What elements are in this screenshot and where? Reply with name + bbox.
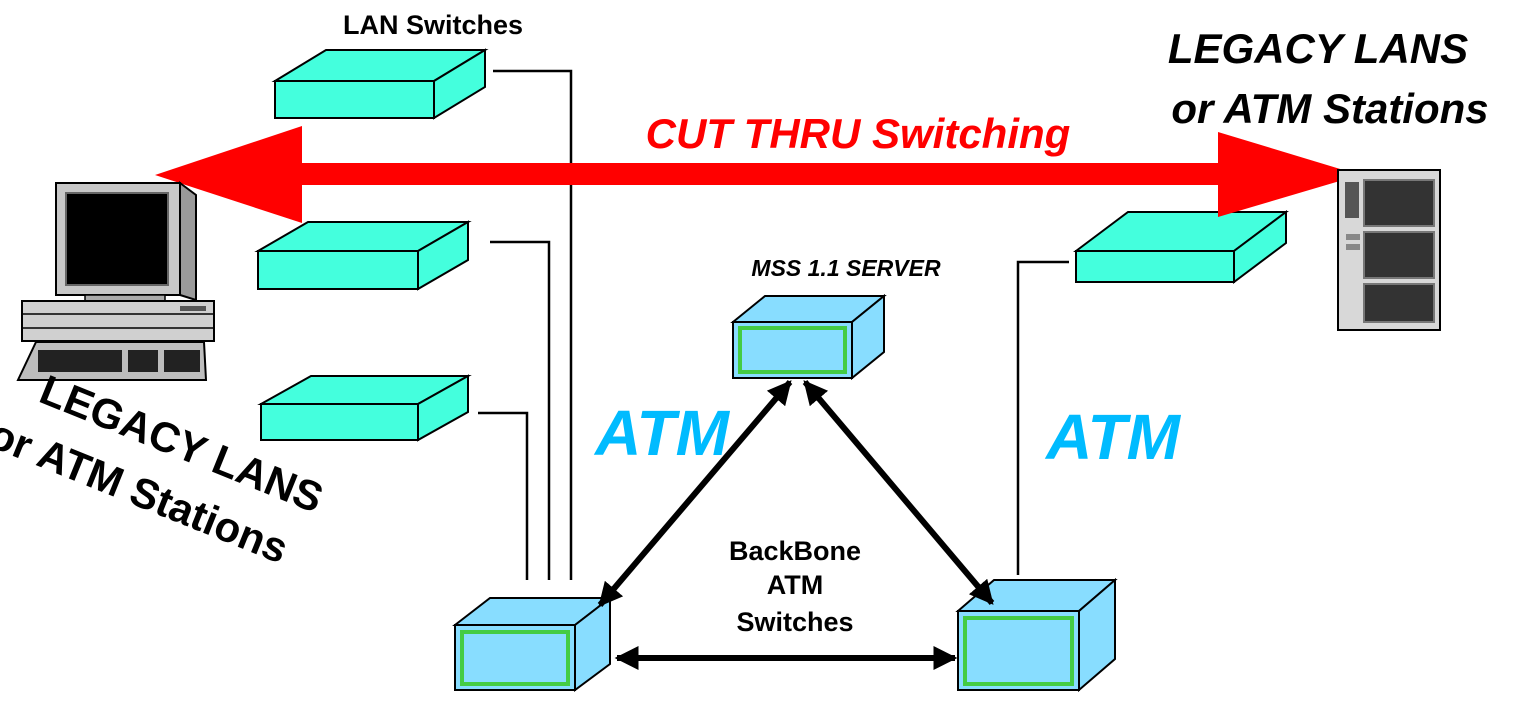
- uplink-line-right: [1016, 260, 1069, 575]
- mss-server-box: [730, 293, 887, 381]
- lan-switch-right: [1073, 210, 1289, 284]
- uplink-line-3: [478, 411, 529, 580]
- lan-switch-1: [271, 48, 489, 120]
- backbone-links: [597, 380, 995, 670]
- backbone-label-line3: Switches: [736, 607, 853, 637]
- lan-switches-label: LAN Switches: [343, 10, 523, 40]
- uplink-line-1: [493, 69, 573, 580]
- mss-server-label: MSS 1.1 SERVER: [751, 255, 941, 281]
- backbone-label-line2: ATM: [767, 570, 823, 600]
- tower-server-icon: [1337, 169, 1441, 331]
- legacy-left-label: LEGACY LANS or ATM Stations: [0, 366, 330, 573]
- cut-thru-arrow: [155, 126, 1360, 223]
- link-mss-right: [802, 380, 995, 605]
- backbone-switch-right: [955, 577, 1118, 693]
- lan-switch-2: [254, 220, 472, 291]
- cut-thru-label: CUT THRU Switching: [646, 110, 1071, 157]
- atm-label-left: ATM: [593, 397, 731, 469]
- lan-uplinks: [478, 69, 1069, 580]
- legacy-right-line1: LEGACY LANS: [1168, 25, 1468, 72]
- lan-switch-3: [257, 374, 472, 442]
- desktop-computer-icon: [16, 181, 215, 381]
- link-mss-left: [597, 380, 793, 607]
- backbone-label-line1: BackBone: [729, 536, 861, 566]
- legacy-right-line2: or ATM Stations: [1171, 85, 1488, 132]
- uplink-line-2: [490, 240, 551, 580]
- atm-label-right: ATM: [1044, 401, 1182, 473]
- backbone-switch-left: [452, 595, 613, 692]
